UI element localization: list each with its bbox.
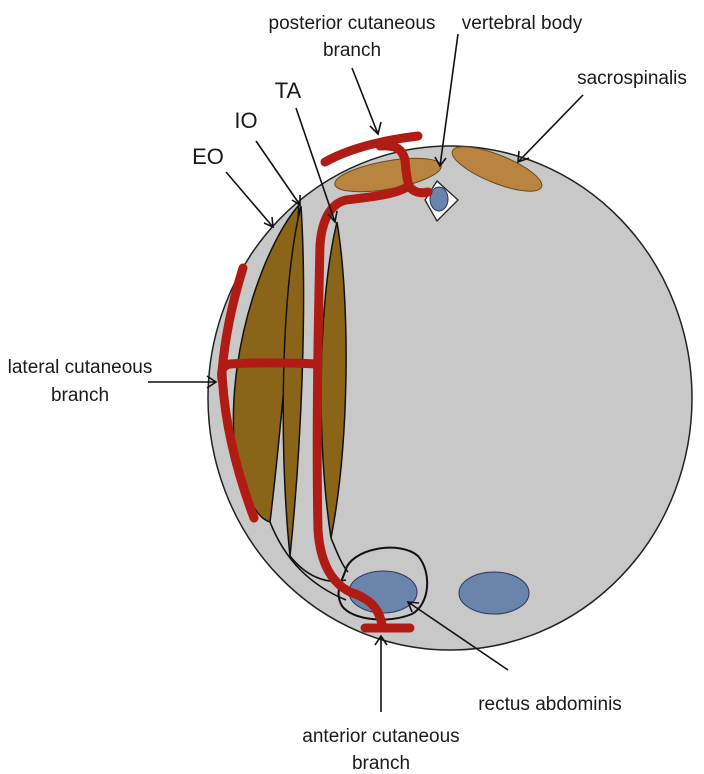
io-label: IO	[234, 108, 257, 133]
lateral-cutaneous-label-line2: branch	[51, 385, 109, 406]
sacrospinalis-label: sacrospinalis	[577, 68, 687, 89]
ta-label: TA	[275, 78, 302, 103]
anterior-cutaneous-label-line1: anterior cutaneous	[302, 726, 459, 747]
lateral-cutaneous-label-line1: lateral cutaneous	[8, 357, 153, 378]
posterior-cutaneous-label-line1: posterior cutaneous	[269, 13, 436, 34]
posterior-cutaneous-label-line2: branch	[323, 40, 381, 61]
eo-arrow	[226, 172, 273, 227]
rectus-abdominis-right	[459, 572, 529, 614]
io-arrow	[256, 141, 300, 205]
sacrospinalis-arrow	[518, 95, 583, 162]
anterior-cutaneous-label-line2: branch	[352, 753, 410, 774]
rectus-abdominis-label: rectus abdominis	[478, 694, 622, 715]
vertebral-body-label: vertebral body	[462, 13, 583, 34]
vertebral-body	[430, 187, 448, 211]
eo-label: EO	[192, 144, 224, 169]
posterior-cutaneous-arrow	[352, 68, 378, 134]
